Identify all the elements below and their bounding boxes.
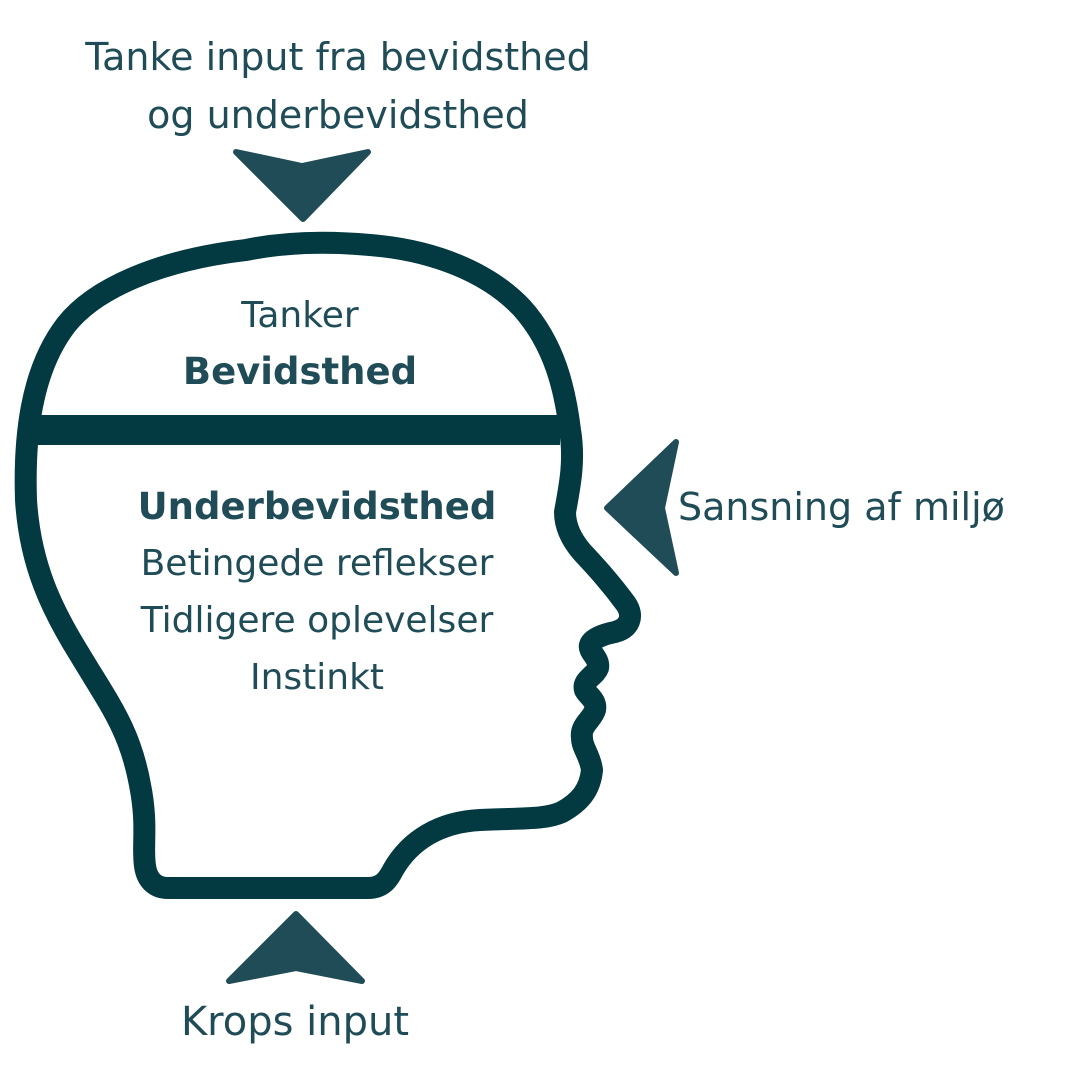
conscious-section: Tanker Bevidsthed	[100, 288, 500, 400]
conscious-title: Bevidsthed	[182, 350, 418, 393]
top-input-line-2: og underbevidsthed	[147, 93, 529, 137]
arrow-down-icon	[233, 149, 371, 222]
subconscious-item-reflexes: Betingede reflekser	[140, 543, 494, 584]
head-profile-icon	[14, 231, 641, 899]
bottom-input-label: Krops input	[180, 999, 410, 1045]
subconscious-item-instinct: Instinkt	[249, 657, 385, 698]
top-input-label: Tanke input fra bevidsthed og underbevid…	[0, 28, 676, 144]
arrow-left-icon	[604, 439, 679, 576]
subconscious-item-experiences: Tidligere oplevelser	[140, 600, 494, 641]
subconscious-section: Underbevidsthed Betingede reflekser Tidl…	[95, 478, 539, 706]
subconscious-title: Underbevidsthed	[137, 485, 497, 528]
conscious-thoughts-label: Tanker	[241, 295, 359, 336]
side-input-label: Sansning af miljø	[678, 485, 1005, 529]
top-input-line-1: Tanke input fra bevidsthed	[85, 35, 591, 79]
arrow-up-icon	[226, 911, 365, 984]
